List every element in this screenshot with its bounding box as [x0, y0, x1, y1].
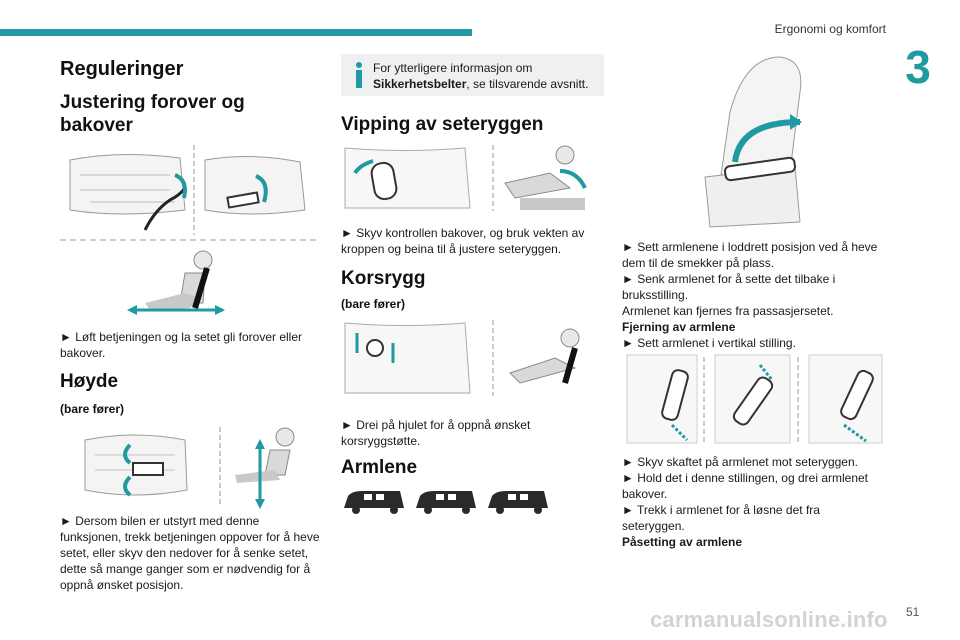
lumbar-subheading: (bare fører): [341, 297, 406, 311]
tilt-heading: Vipping av seteryggen: [341, 114, 544, 135]
armrest-text-line3: ► Senk armlenet for å sette det tilbake …: [622, 272, 836, 286]
van-variant-1: [344, 491, 404, 514]
section-title: Ergonomi og komfort: [774, 22, 886, 36]
van-variants-illustration: [344, 491, 548, 514]
watermark: carmanualsonline.info: [650, 607, 888, 632]
height-text-line2: funksjonen, trekk betjeningen oppover fo…: [60, 530, 320, 544]
page-number: 51: [906, 605, 920, 619]
steps2-line5: seteryggen.: [622, 519, 685, 533]
height-subheading: (bare fører): [60, 402, 125, 416]
seat-slide-person-illustration: [127, 250, 225, 315]
remove-step: ► Sett armlenet i vertikal stilling.: [622, 336, 796, 350]
armrest-text-line5: Armlenet kan fjernes fra passasjersetet.: [622, 304, 834, 318]
lumbar-heading: Korsrygg: [341, 268, 426, 289]
tilt-text-line2: kroppen og beina til å justere seterygge…: [341, 242, 562, 256]
armrest-text-line4: bruksstilling.: [622, 288, 689, 302]
lumbar-text-line1: ► Drei på hjulet for å oppnå ønsket: [341, 418, 531, 432]
steps2-line2: ► Hold det i denne stillingen, og drei a…: [622, 471, 869, 485]
seat-height-illustration: [84, 427, 295, 509]
lumbar-text-line2: korsryggstøtte.: [341, 434, 421, 448]
steps2-line4: ► Trekk i armlenet for å løsne det fra: [622, 503, 820, 517]
steps2-line3: bakover.: [622, 487, 668, 501]
header-accent-bar: [0, 29, 472, 36]
height-text-line4: dette så mange ganger som er nødvendig f…: [60, 562, 311, 576]
fwd-text-line2: bakover.: [60, 346, 106, 360]
info-line1: For ytterligere informasjon om: [373, 61, 533, 75]
backrest-tilt-illustration: [344, 145, 587, 211]
van-variant-3: [488, 491, 548, 514]
info-box: [341, 54, 604, 96]
fwd-heading-line2: bakover: [60, 115, 133, 136]
armrest-removal-illustration: [626, 354, 883, 445]
armrest-text-line2: dem til de smekker på plass.: [622, 256, 775, 270]
height-text-line5: oppnå ønsket posisjon.: [60, 578, 184, 592]
info-icon: [356, 62, 362, 88]
seat-slide-illustration: [60, 140, 316, 245]
info-text: For ytterligere informasjon om Sikkerhet…: [373, 60, 601, 92]
armrest-raise-illustration: [704, 56, 802, 228]
steps2-line1: ► Skyv skaftet på armlenet mot seterygge…: [622, 455, 858, 469]
van-variant-2: [416, 491, 476, 514]
attach-heading: Påsetting av armlene: [622, 535, 743, 549]
info-line2-rest: , se tilsvarende avsnitt.: [466, 77, 589, 91]
lumbar-illustration: [344, 320, 580, 396]
remove-heading: Fjerning av armlene: [622, 320, 736, 334]
removal-step-2: [714, 354, 791, 444]
info-link-seatbelts: Sikkerhetsbelter: [373, 77, 467, 91]
removal-step-3: [808, 354, 883, 444]
height-text-line3: setet, eller skyv den nedover for å senk…: [60, 546, 309, 560]
tilt-text-line1: ► Skyv kontrollen bakover, og bruk vekte…: [341, 226, 585, 240]
fwd-text-line1: ► Løft betjeningen og la setet gli forov…: [60, 330, 303, 344]
armrest-text-line1: ► Sett armlenene i loddrett posisjon ved…: [622, 240, 878, 254]
armrest-heading: Armlene: [341, 457, 418, 478]
height-text-line1: ► Dersom bilen er utstyrt med denne: [60, 514, 260, 528]
fwd-heading-line1: Justering forover og: [60, 92, 245, 113]
info-line2: Sikkerhetsbelter, se tilsvarende avsnitt…: [373, 76, 601, 92]
chapter-number: 3: [905, 41, 931, 93]
height-heading: Høyde: [60, 371, 119, 392]
page-title: Reguleringer: [60, 58, 184, 80]
removal-step-1: [626, 354, 698, 444]
